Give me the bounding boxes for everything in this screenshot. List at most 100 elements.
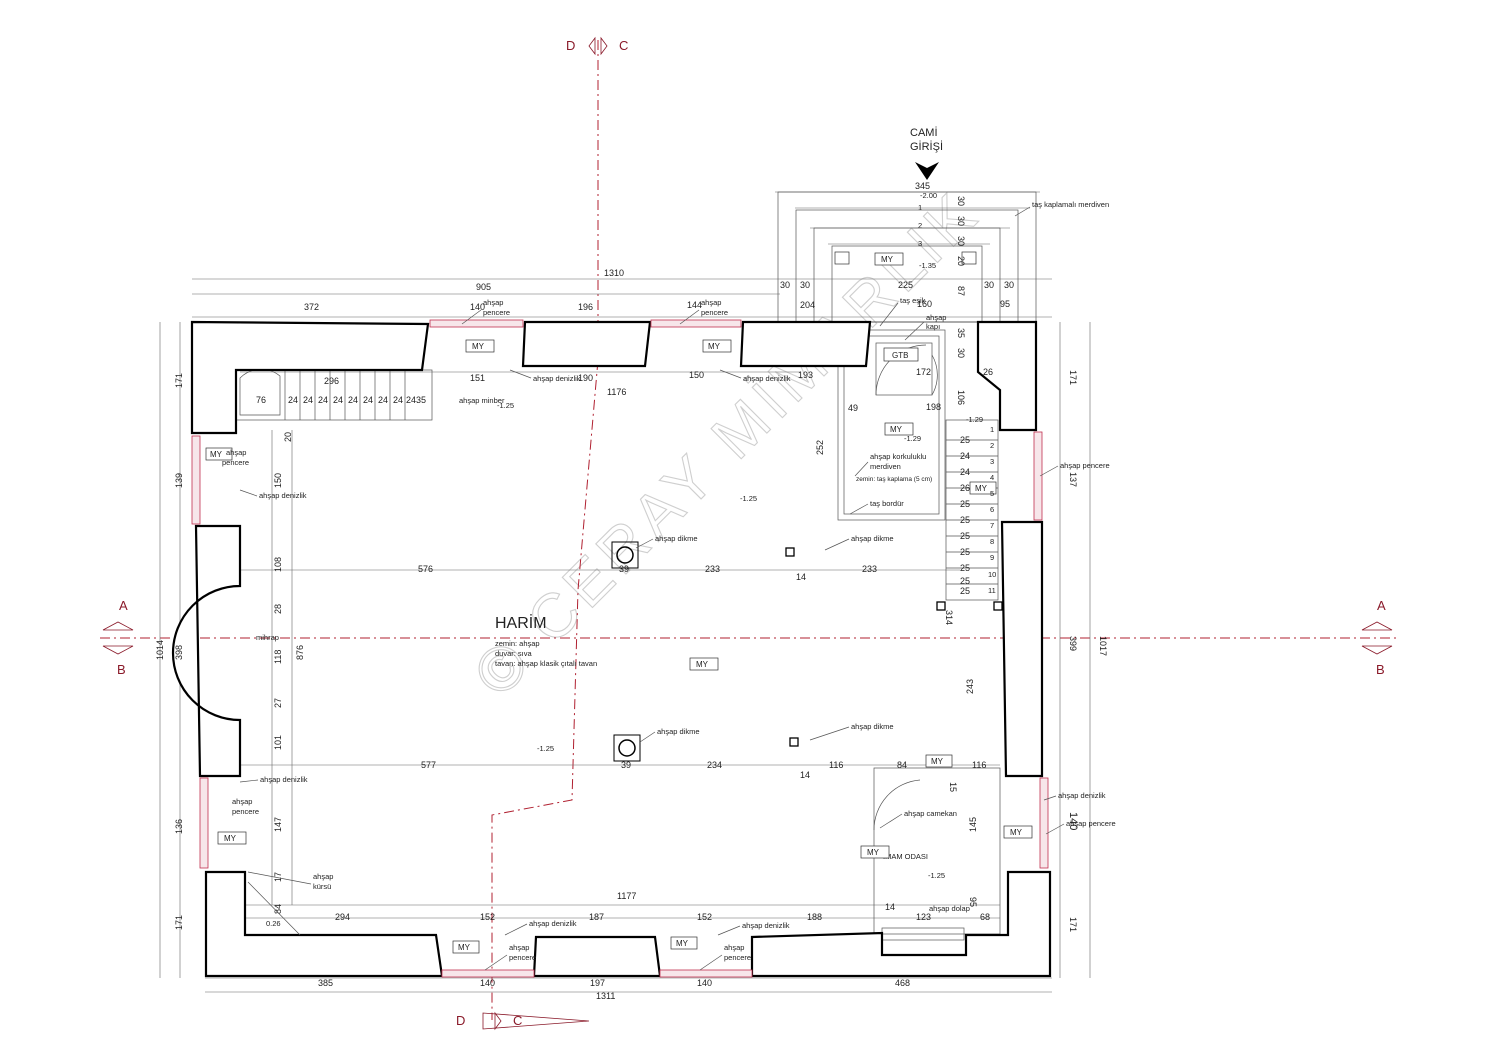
dim-ent-252: 252 — [815, 440, 825, 455]
dim-stair-76: 76 — [256, 395, 266, 405]
dim-top-total: 1310 — [604, 268, 624, 278]
dim-ent-87: 87 — [956, 286, 966, 296]
tag-my: MY — [696, 660, 709, 669]
level-stair-a: -1.29 — [966, 415, 983, 424]
dim-col-14a: 14 — [796, 572, 806, 582]
dim-top-wall-1: 372 — [304, 302, 319, 312]
dim-ent-243: 243 — [965, 679, 975, 694]
dim-v-84: 84 — [273, 904, 283, 914]
label-wood-door-1: ahşap — [926, 313, 946, 322]
dim-step-30b: 30 — [956, 216, 966, 226]
dim-ent-30c: 30 — [984, 280, 994, 290]
step-number: 6 — [990, 505, 994, 514]
label-stone-stair: taş kaplamalı merdiven — [1032, 200, 1109, 209]
dim-bottom-win-2: 140 — [697, 978, 712, 988]
label-wood-door-2: kapı — [926, 322, 940, 331]
dim-left-top: 171 — [174, 373, 184, 388]
dim-ent-15: 15 — [948, 782, 958, 792]
dim-top-entrance: 345 — [915, 181, 930, 191]
step-number: 2 — [990, 441, 994, 450]
dim-stair-35: 35 — [416, 395, 426, 405]
leader-lines — [239, 206, 1065, 971]
dim-ent-49: 49 — [848, 403, 858, 413]
tag-my: MY — [210, 450, 223, 459]
annotations: taş kaplamalı merdiven taş eşik ahşap ka… — [222, 200, 1116, 962]
section-label-b-left: B — [117, 662, 126, 677]
label-minber: ahşap minber — [459, 396, 505, 405]
label-window-top-2a: ahşap — [701, 298, 721, 307]
step-number: 1 — [918, 203, 922, 212]
dim-ent-160: 160 — [917, 299, 932, 309]
step-dim: 25 — [960, 499, 970, 509]
step-number: 9 — [990, 553, 994, 562]
dim-col-39a: 39 — [619, 564, 629, 574]
step-number: 11 — [988, 586, 996, 595]
dim-v-28: 28 — [273, 604, 283, 614]
minber-step-dimensions: 24 24 24 24 24 24 24 24 24 — [288, 395, 416, 405]
tag-my: MY — [472, 342, 485, 351]
dim-inner-bottom: 1177 — [617, 891, 636, 901]
dim-top-193: 193 — [798, 370, 813, 380]
dim-ent-30b: 30 — [800, 280, 810, 290]
step-number: 5 — [990, 489, 994, 498]
dim-ent-225: 225 — [898, 280, 913, 290]
label-mihrap: mihrap — [256, 633, 279, 642]
room-note-wall: duvar: sıva — [495, 649, 533, 658]
label-window-left-1a: ahşap — [226, 448, 246, 457]
section-label-b-right: B — [1376, 662, 1385, 677]
label-sill-left-1: ahşap denizlik — [259, 491, 307, 500]
label-window-top-2b: pencere — [701, 308, 728, 317]
step-dim: 24 — [406, 395, 416, 405]
label-glazing: ahşap camekan — [904, 809, 957, 818]
dimension-labels: 1310 905 345 372 140 196 144 1311 385 14… — [155, 181, 1108, 1001]
tag-my: MY — [881, 255, 894, 264]
label-cabinet: ahşap dolap — [929, 904, 970, 913]
dim-col-116: 116 — [829, 760, 843, 770]
dim-ent-204: 204 — [800, 300, 815, 310]
step-dim: 24 — [288, 395, 298, 405]
step-number: 3 — [990, 457, 994, 466]
room-note-floor: zemin: ahşap — [495, 639, 540, 648]
step-number: 4 — [990, 473, 994, 482]
step-number: 10 — [988, 570, 996, 579]
section-label-a-left: A — [119, 598, 128, 613]
dim-ent-198: 198 — [926, 402, 941, 412]
dim-top-190: 190 — [578, 373, 593, 383]
dim-top-wall-2: 196 — [578, 302, 593, 312]
step-dim: 24 — [393, 395, 403, 405]
dim-bottom-wall-3: 468 — [895, 978, 910, 988]
step-dim: 25 — [960, 515, 970, 525]
label-stone-sill: taş eşik — [900, 296, 926, 305]
label-window-left-2b: pencere — [232, 807, 259, 816]
label-sill-bottom-2: ahşap denizlik — [742, 921, 790, 930]
step-dim: 24 — [960, 467, 970, 477]
tag-my: MY — [458, 943, 471, 952]
dim-col-39b: 39 — [621, 760, 631, 770]
step-dim: 24 — [378, 395, 388, 405]
dim-step-20: 20 — [956, 256, 966, 266]
dim-bottom-152b: 152 — [697, 912, 712, 922]
level-stair-b: -1.29 — [904, 434, 921, 443]
dim-bottom-total: 1311 — [596, 991, 615, 1001]
windows — [191, 319, 1049, 978]
label-window-bottom-1a: ahşap — [509, 943, 529, 952]
dim-bottom-123: 123 — [916, 912, 931, 922]
dim-v-118: 118 — [273, 650, 283, 664]
step-number: 2 — [918, 221, 922, 230]
dim-inner-top: 1176 — [607, 387, 626, 397]
label-kursu-1: ahşap — [313, 872, 333, 881]
section-axis-ab: A B A B — [100, 598, 1400, 677]
tag-my: MY — [676, 939, 689, 948]
label-window-right-1: ahşap pencere — [1060, 461, 1110, 470]
tag-my: MY — [867, 848, 880, 857]
tag-my: MY — [931, 757, 944, 766]
label-window-right-2: ahşap pencere — [1066, 819, 1116, 828]
dim-bottom-wall-2: 197 — [590, 978, 605, 988]
dim-step-30c: 30 — [956, 236, 966, 246]
label-sill-left-2: ahşap denizlik — [260, 775, 308, 784]
dim-bottom-188: 188 — [807, 912, 822, 922]
step-dim: 25 — [960, 531, 970, 541]
step-dim: 25 — [960, 547, 970, 557]
right-stair-dimensions: 25 24 24 26 25 25 25 25 25 25 25 1 2 3 4… — [918, 203, 996, 596]
dim-right-top: 171 — [1068, 370, 1078, 385]
